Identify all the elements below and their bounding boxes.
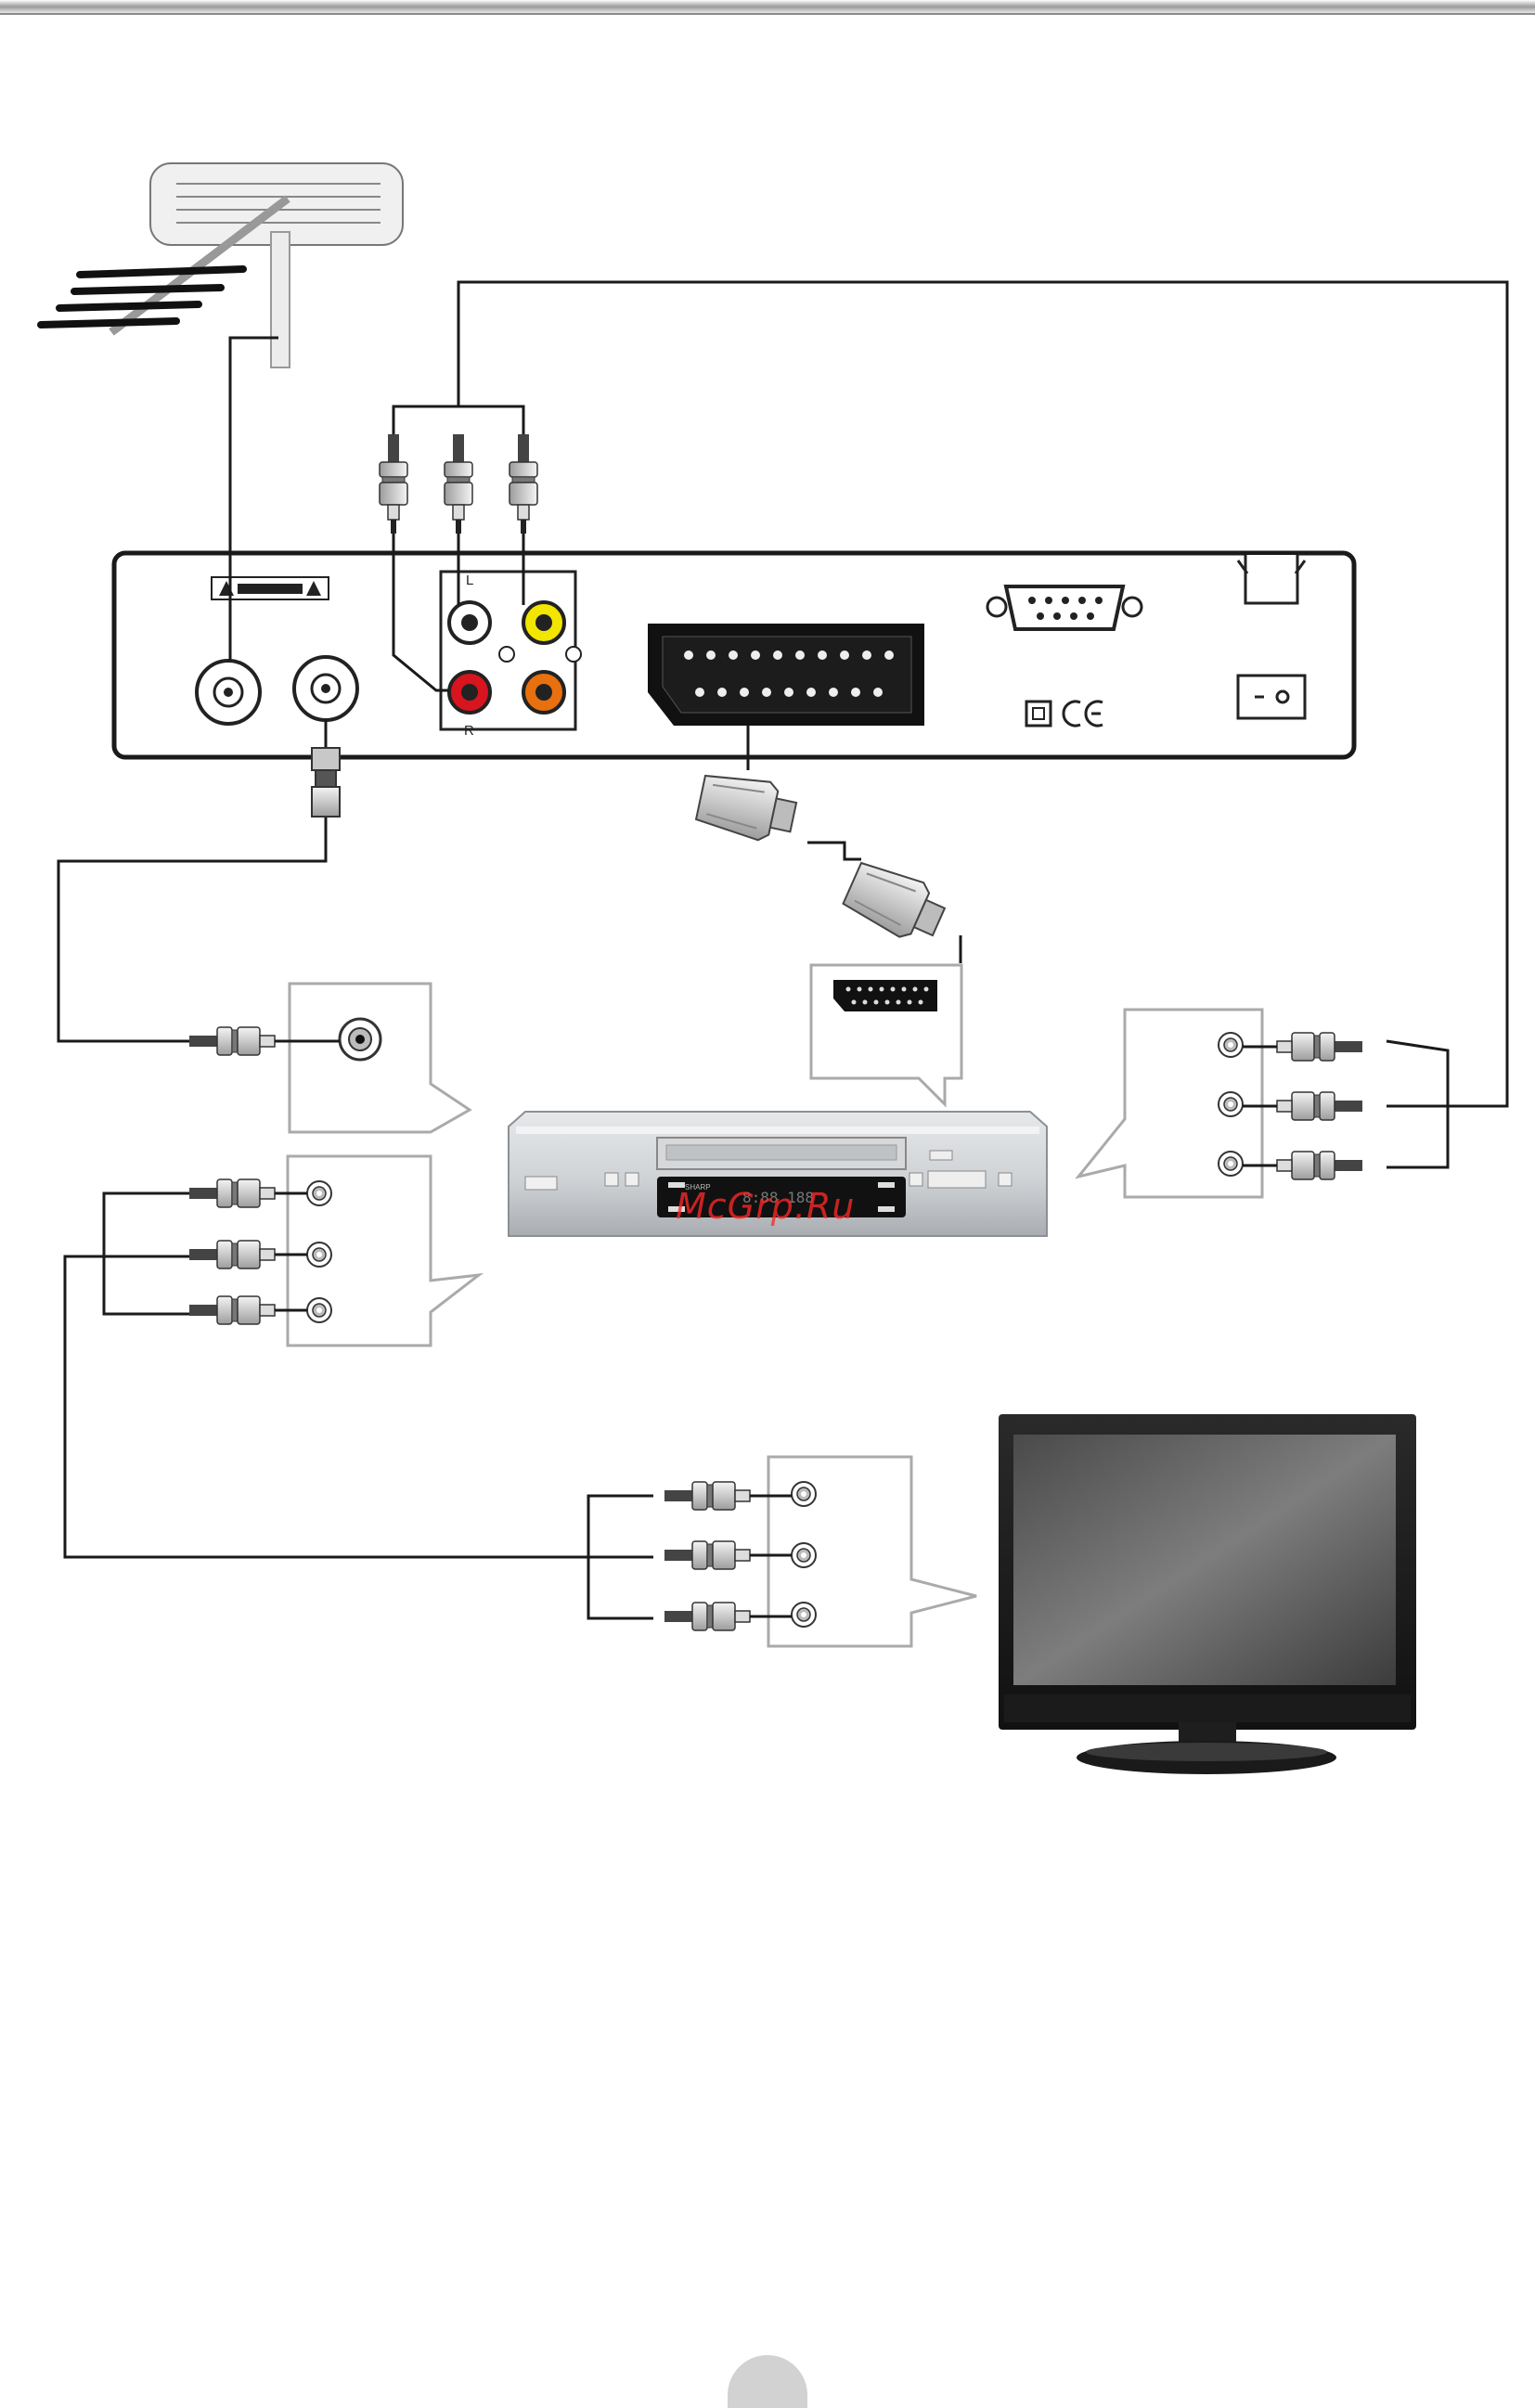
tv-icon [999,1414,1416,1774]
rf-out-connector [294,657,357,720]
antenna-icon [41,163,403,367]
rca-output-block: L R [441,572,581,739]
audio-right-label: R [464,723,474,739]
scart-socket [648,624,924,726]
rca-plugs-receiver [380,434,537,534]
vcr-av-callout-left [189,1156,479,1346]
double-insulation-icon [1026,702,1051,726]
receiver-rear-panel: L R [114,553,1354,757]
vcr-rf-callout [189,984,470,1132]
audio-left-label: L [466,573,473,588]
power-switch-icon [1238,676,1305,718]
watermark: McGrp.Ru [676,1186,855,1227]
rf-cable [58,817,326,1041]
tv-av-callout [664,1457,976,1646]
rf-in-connector [197,661,260,724]
power-inlet [1238,555,1305,603]
vcr-scart-callout [811,965,961,1104]
scart-plug-icon [694,768,950,948]
vcr-av-callout-right [1078,1010,1362,1197]
rf-connector-icon [312,748,340,817]
